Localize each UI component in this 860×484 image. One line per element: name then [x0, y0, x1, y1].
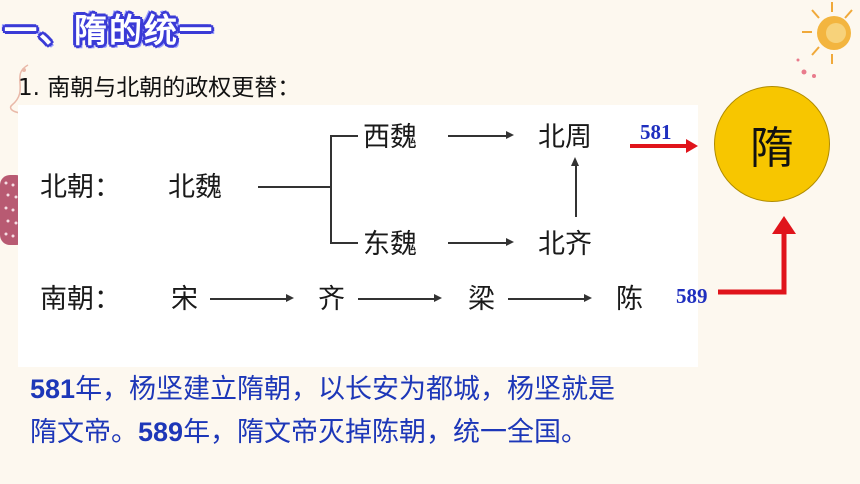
branch-line-vertical [330, 135, 332, 243]
summary-line2-start: 隋文帝。 [30, 417, 138, 448]
summary-line1: 年，杨坚建立隋朝，以长安为都城，杨坚就是 [75, 374, 616, 405]
section-subtitle: 1. 南朝与北朝的政权更替： [18, 75, 301, 101]
liang-label: 梁 [468, 284, 495, 315]
arrow-beiqi-beizhou [575, 165, 577, 217]
north-dynasties-label: 北朝： [40, 172, 121, 203]
arrow-qi-liang [358, 298, 436, 300]
year-581-label: 581 [640, 120, 672, 144]
arrowhead-icon [506, 131, 514, 139]
summary-line2: 年，隋文帝灭掉陈朝，统一全国。 [183, 417, 589, 448]
arrowhead-icon [584, 294, 592, 302]
song-label: 宋 [171, 284, 198, 315]
qi-label: 齐 [318, 284, 345, 315]
arrowhead-icon [571, 157, 579, 166]
bei-zhou-label: 北周 [538, 122, 592, 153]
arrow-xiwei-beizhou [448, 135, 508, 137]
arrow-dongwei-beiqi [448, 242, 508, 244]
branch-line-bottom [330, 242, 358, 244]
bei-qi-label: 北齐 [538, 229, 592, 260]
arrow-liang-chen [508, 298, 586, 300]
dong-wei-label: 东魏 [363, 229, 417, 260]
sui-label: 隋 [750, 123, 794, 174]
page-title: 一、隋的统一 [4, 11, 214, 50]
summary-year-581: 581 [30, 374, 76, 404]
summary-year-589: 589 [138, 417, 184, 447]
sun-icon [796, 2, 853, 78]
south-dynasties-label: 南朝： [40, 284, 121, 315]
arrow-song-qi [210, 298, 288, 300]
chen-label: 陈 [616, 284, 643, 315]
red-arrow-581-icon [630, 139, 698, 153]
arrowhead-icon [434, 294, 442, 302]
bei-wei-label: 北魏 [168, 172, 222, 203]
sui-dynasty-circle: 隋 [714, 86, 830, 202]
year-589-label: 589 [676, 284, 708, 308]
dynasty-diagram: 北朝： 北魏 西魏 东魏 北周 北齐 南朝： 宋 齐 梁 陈 [18, 105, 698, 367]
arrowhead-icon [286, 294, 294, 302]
xi-wei-label: 西魏 [363, 122, 417, 153]
branch-line-top [330, 135, 358, 137]
summary-text: 581年，杨坚建立隋朝，以长安为都城，杨坚就是 隋文帝。589年，隋文帝灭掉陈朝… [30, 368, 830, 454]
red-arrow-589-icon [718, 216, 796, 295]
arrowhead-icon [506, 238, 514, 246]
branch-line-horizontal [258, 186, 330, 188]
